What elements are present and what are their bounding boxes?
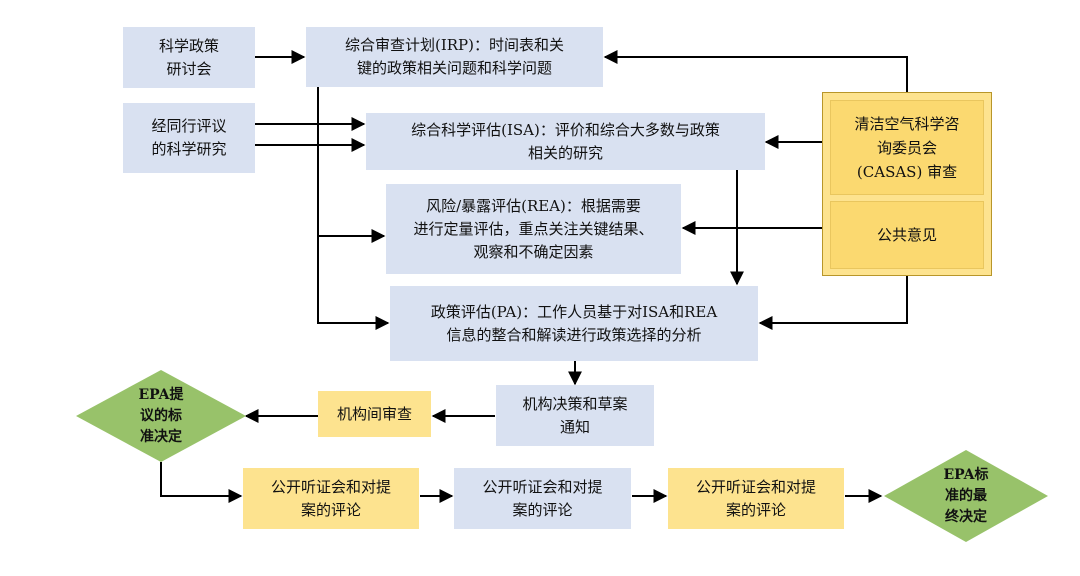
agency-decision-box: 机构决策和草案 通知 <box>496 385 654 446</box>
diamond-proposed-shape <box>76 370 246 462</box>
public-hearing-box-1: 公开听证会和对提 案的评论 <box>243 468 419 529</box>
pa-box: 政策评估(PA)：工作人员基于对ISA和REA 信息的整合和解读进行政策选择的分… <box>390 286 758 361</box>
peer-reviewed-research-box: 经同行评议 的科学研究 <box>123 103 255 173</box>
epa-final-decision: EPA标 准的最 终决定 <box>943 466 989 525</box>
casac-panel: 清洁空气科学咨 询委员会 (CASAS) 审查 公共意见 <box>822 92 992 276</box>
trunk-irp <box>317 87 390 330</box>
policy-workshop-box: 科学政策 研讨会 <box>123 27 255 88</box>
arrow-proposed-to-hearing1 <box>160 462 243 503</box>
epa-proposed-decision: EPA提 议的标 准决定 <box>138 386 184 445</box>
interagency-review-box: 机构间审查 <box>318 391 431 437</box>
casac-review-box: 清洁空气科学咨 询委员会 (CASAS) 审查 <box>830 100 984 195</box>
public-hearing-box-3: 公开听证会和对提 案的评论 <box>668 468 844 529</box>
arrow-casac-to-irp <box>603 50 908 92</box>
irp-box: 综合审查计划(IRP)：时间表和关 键的政策相关问题和科学问题 <box>306 27 603 87</box>
isa-box: 综合科学评估(ISA)：评价和综合大多数与政策 相关的研究 <box>366 113 765 170</box>
public-hearing-box-2: 公开听证会和对提 案的评论 <box>454 468 631 529</box>
arrow-casac-to-pa <box>758 276 908 330</box>
public-comment-box: 公共意见 <box>830 201 984 269</box>
rea-box: 风险/暴露评估(REA)：根据需要 进行定量评估，重点关注关键结果、 观察和不确… <box>386 184 681 274</box>
diamond-final-shape <box>884 450 1048 542</box>
